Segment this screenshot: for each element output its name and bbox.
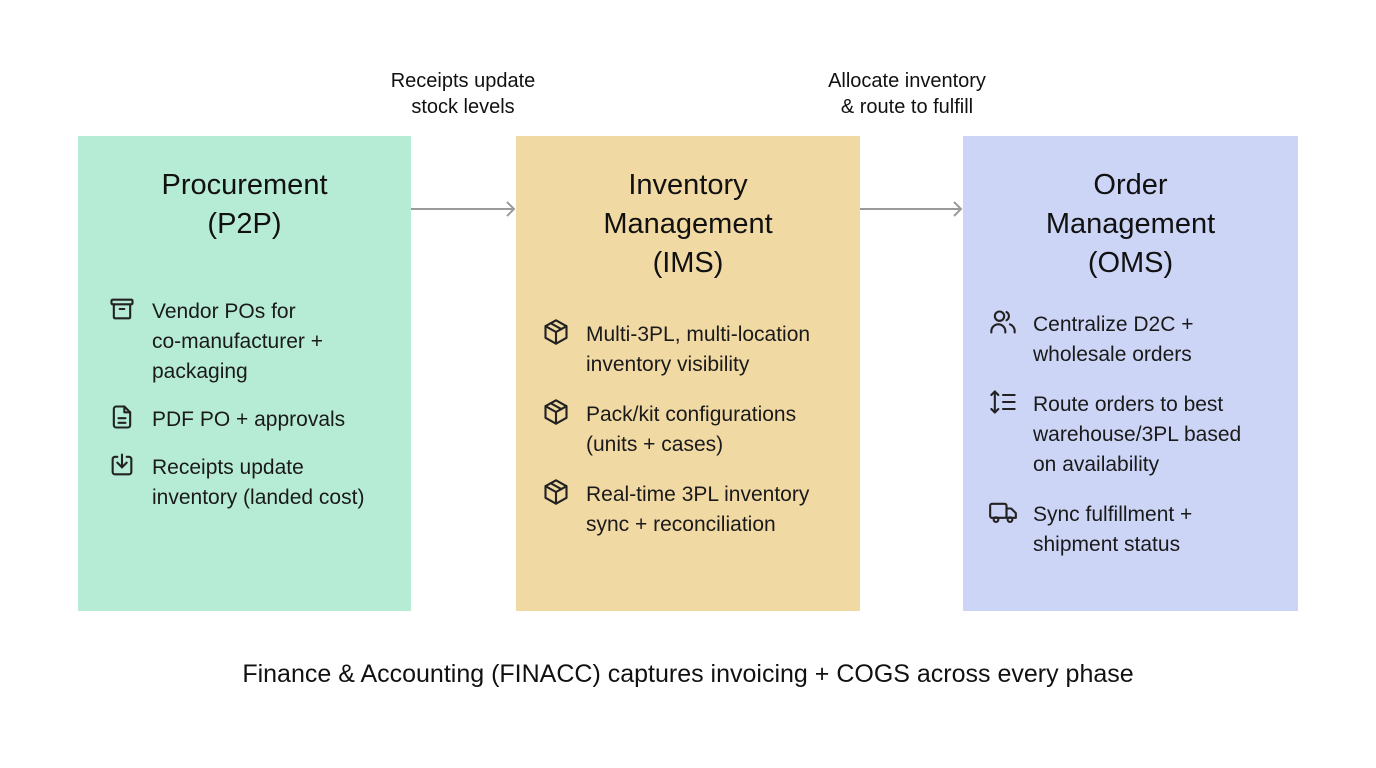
item-text: Multi-3PL, multi-location inventory visi…: [586, 320, 810, 380]
truck-icon: [989, 498, 1019, 528]
item-text-line: Real-time 3PL inventory: [586, 483, 810, 506]
card-title: Procurement (P2P): [78, 166, 411, 244]
item-text-line: wholesale orders: [1033, 343, 1192, 366]
card-title-line: Procurement: [161, 169, 328, 201]
edge-label-line: & route to fulfill: [840, 96, 974, 118]
card-title-line: Management: [1045, 208, 1216, 240]
card-title-line: Management: [603, 208, 773, 240]
item-text-line: inventory (landed cost): [152, 486, 365, 509]
item-text: Route orders to best warehouse/3PL based…: [1033, 390, 1241, 480]
item-text-line: Route orders to best: [1033, 393, 1224, 416]
item-text: Vendor POs for co-manufacturer + packagi…: [152, 297, 323, 387]
card-inventory: Inventory Management (IMS) Multi-3PL, mu…: [516, 136, 860, 611]
archive-icon: [108, 295, 138, 325]
card-title-line: (OMS): [1087, 247, 1174, 279]
item-text-line: on availability: [1033, 453, 1160, 476]
card-title: Inventory Management (IMS): [516, 166, 860, 283]
item-text: Receipts update inventory (landed cost): [152, 453, 364, 513]
item-text-line: inventory visibility: [586, 353, 750, 376]
edge-label-line: Allocate inventory: [828, 70, 986, 92]
item-text-line: Receipts update: [152, 456, 304, 479]
item-text: Pack/kit configurations (units + cases): [586, 400, 796, 460]
edge-label-allocate: Allocate inventory & route to fulfill: [797, 68, 1017, 120]
package-icon: [542, 398, 572, 428]
package-icon: [542, 318, 572, 348]
item-text-line: Sync fulfillment +: [1033, 503, 1193, 526]
card-title-line: (IMS): [652, 247, 724, 279]
footer-caption: Finance & Accounting (FINACC) captures i…: [242, 660, 1134, 688]
package-icon: [542, 478, 572, 508]
list-item: Pack/kit configurations (units + cases): [542, 398, 846, 460]
item-text-line: co-manufacturer +: [152, 330, 323, 353]
item-text-line: shipment status: [1033, 533, 1181, 556]
list-item: Centralize D2C + wholesale orders: [989, 310, 1284, 370]
item-text-line: sync + reconciliation: [586, 513, 776, 536]
arrow-inventory-to-order: [860, 201, 963, 217]
item-text: Real-time 3PL inventory sync + reconcili…: [586, 480, 809, 540]
item-text-line: warehouse/3PL based: [1033, 423, 1242, 446]
list-item: Receipts update inventory (landed cost): [108, 453, 397, 513]
list-item: Multi-3PL, multi-location inventory visi…: [542, 318, 846, 380]
list-item: Route orders to best warehouse/3PL based…: [989, 390, 1284, 480]
card-title-line: Order: [1093, 169, 1168, 201]
card-title: Order Management (OMS): [963, 166, 1298, 283]
edge-label-receipts: Receipts update stock levels: [363, 68, 563, 120]
users-icon: [989, 308, 1019, 338]
item-text: Centralize D2C + wholesale orders: [1033, 310, 1193, 370]
list-item: Vendor POs for co-manufacturer + packagi…: [108, 297, 397, 387]
card-title-line: (P2P): [207, 208, 282, 240]
card-title-line: Inventory: [628, 169, 748, 201]
sort-list-icon: [989, 388, 1019, 418]
item-text-line: Vendor POs for: [152, 300, 296, 323]
item-text: PDF PO + approvals: [152, 405, 345, 435]
item-text-line: PDF PO + approvals: [152, 408, 346, 431]
list-item: PDF PO + approvals: [108, 405, 397, 435]
card-order: Order Management (OMS) Centralize D2C + …: [963, 136, 1298, 611]
list-item: Sync fulfillment + shipment status: [989, 500, 1284, 560]
arrow-procurement-to-inventory: [411, 201, 516, 217]
document-icon: [108, 403, 138, 433]
download-tray-icon: [108, 451, 138, 481]
card-procurement: Procurement (P2P) Vendor POs for co-manu…: [78, 136, 411, 611]
card-item-list: Multi-3PL, multi-location inventory visi…: [542, 318, 846, 558]
item-text-line: Pack/kit configurations: [586, 403, 797, 426]
item-text-line: packaging: [152, 360, 248, 383]
edge-label-line: Receipts update: [390, 70, 536, 92]
card-item-list: Vendor POs for co-manufacturer + packagi…: [108, 297, 397, 531]
item-text-line: Multi-3PL, multi-location: [586, 323, 811, 346]
edge-label-line: stock levels: [411, 96, 515, 118]
item-text-line: Centralize D2C +: [1033, 313, 1194, 336]
item-text-line: (units + cases): [586, 433, 724, 456]
card-item-list: Centralize D2C + wholesale orders Route …: [989, 310, 1284, 578]
list-item: Real-time 3PL inventory sync + reconcili…: [542, 478, 846, 540]
item-text: Sync fulfillment + shipment status: [1033, 500, 1192, 560]
